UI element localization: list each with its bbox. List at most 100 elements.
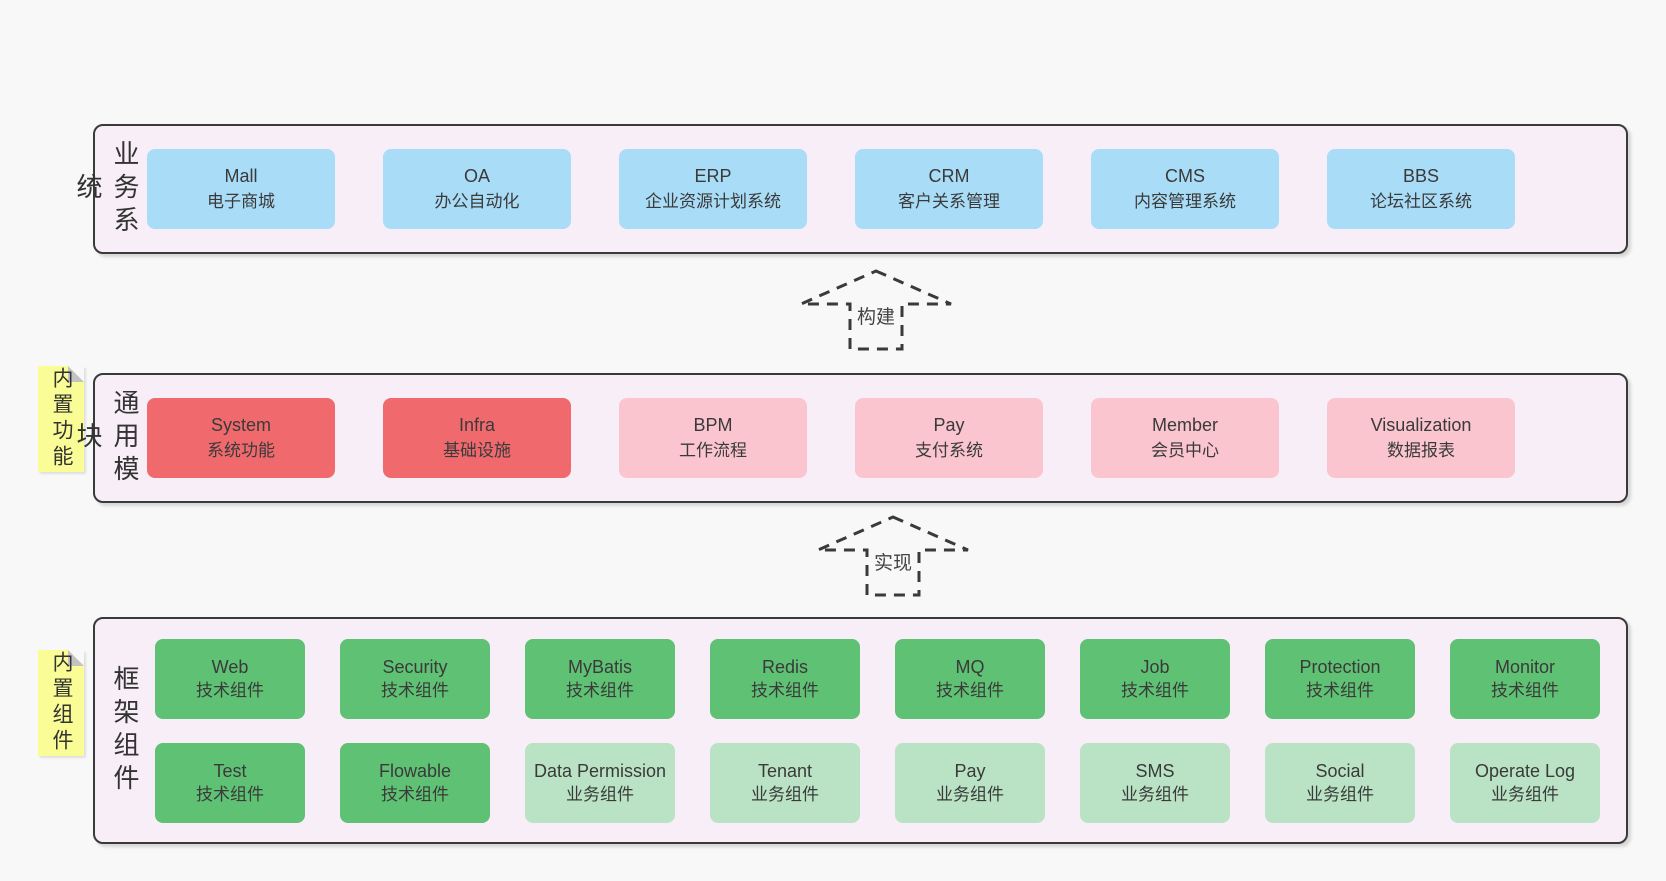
box-test: Test 技术组件 — [155, 742, 305, 823]
box-crm-desc: 客户关系管理 — [898, 192, 1000, 211]
box-job: Job 技术组件 — [1080, 638, 1230, 719]
sticky-note-shape — [38, 650, 84, 756]
box-protection: Protection 技术组件 — [1265, 638, 1415, 719]
box-operate-log-desc: 业务组件 — [1491, 784, 1559, 804]
components-row-2: Test 技术组件 Flowable 技术组件 Data Permission … — [155, 742, 1600, 823]
box-mq-name: MQ — [955, 656, 985, 677]
box-erp-desc: 企业资源计划系统 — [645, 192, 781, 211]
box-web-desc: 技术组件 — [196, 680, 264, 700]
box-visualization-name: Visualization — [1370, 415, 1472, 435]
box-test-desc: 技术组件 — [196, 784, 264, 804]
box-cms: CMS 内容管理系统 — [1091, 149, 1279, 229]
box-sms-desc: 业务组件 — [1121, 784, 1189, 804]
box-oa: OA 办公自动化 — [383, 149, 571, 229]
note-built-in-functions: 内置功能 — [38, 366, 84, 472]
box-redis-desc: 技术组件 — [751, 680, 819, 700]
box-bbs: BBS 论坛社区系统 — [1327, 149, 1515, 229]
box-job-desc: 技术组件 — [1121, 680, 1189, 700]
arrow-implement: 实现 — [813, 514, 973, 598]
box-protection-name: Protection — [1299, 656, 1381, 677]
box-mall: Mall 电子商城 — [147, 149, 335, 229]
box-tenant-name: Tenant — [757, 760, 813, 781]
box-redis: Redis 技术组件 — [710, 638, 860, 719]
box-crm: CRM 客户关系管理 — [855, 149, 1043, 229]
box-bbs-desc: 论坛社区系统 — [1370, 192, 1472, 211]
box-security: Security 技术组件 — [340, 638, 490, 719]
box-mq-desc: 技术组件 — [936, 680, 1004, 700]
box-member-desc: 会员中心 — [1151, 441, 1219, 460]
box-operate-log: Operate Log 业务组件 — [1450, 742, 1600, 823]
layer-business-systems: 业务系统 Mall 电子商城 OA 办公自动化 ERP 企业资源计划系统 CRM… — [73, 124, 1628, 254]
box-tenant: Tenant 业务组件 — [710, 742, 860, 823]
box-monitor: Monitor 技术组件 — [1450, 638, 1600, 719]
box-oa-name: OA — [463, 166, 490, 186]
dashed-up-arrow-icon — [800, 269, 952, 351]
box-monitor-name: Monitor — [1494, 656, 1556, 677]
box-bpm-desc: 工作流程 — [679, 441, 747, 460]
box-security-name: Security — [382, 656, 448, 677]
box-tenant-desc: 业务组件 — [751, 784, 819, 804]
note-built-in-components-label: 内置组件 — [50, 651, 73, 755]
box-monitor-desc: 技术组件 — [1491, 680, 1559, 700]
box-pay-component: Pay 业务组件 — [895, 742, 1045, 823]
folded-corner-icon — [68, 366, 84, 382]
box-member-name: Member — [1151, 415, 1218, 435]
box-social-desc: 业务组件 — [1306, 784, 1374, 804]
box-protection-desc: 技术组件 — [1306, 680, 1374, 700]
layer-business-label: 业务系统 — [73, 139, 140, 239]
folded-corner-icon — [68, 650, 84, 666]
box-pay: Pay 支付系统 — [855, 398, 1043, 478]
box-data-permission-name: Data Permission — [533, 760, 667, 781]
box-visualization: Visualization 数据报表 — [1327, 398, 1515, 478]
arrow-implement-label: 实现 — [869, 546, 917, 589]
box-system-desc: 系统功能 — [207, 441, 275, 460]
box-pay-name: Pay — [933, 415, 965, 435]
box-security-desc: 技术组件 — [381, 680, 449, 700]
box-infra-desc: 基础设施 — [443, 441, 511, 460]
box-social-name: Social — [1315, 760, 1365, 781]
box-bpm: BPM 工作流程 — [619, 398, 807, 478]
box-test-name: Test — [213, 760, 247, 781]
box-mall-desc: 电子商城 — [207, 192, 275, 211]
box-redis-name: Redis — [761, 656, 809, 677]
note-built-in-functions-label: 内置功能 — [50, 367, 73, 471]
sticky-note-shape — [38, 366, 84, 472]
box-web: Web 技术组件 — [155, 638, 305, 719]
box-flowable-desc: 技术组件 — [381, 784, 449, 804]
box-mybatis-name: MyBatis — [567, 656, 632, 677]
box-mq: MQ 技术组件 — [895, 638, 1045, 719]
box-system: System 系统功能 — [147, 398, 335, 478]
box-crm-name: CRM — [928, 166, 970, 186]
box-bpm-name: BPM — [693, 415, 733, 435]
box-system-name: System — [210, 415, 271, 435]
box-mall-name: Mall — [224, 166, 258, 186]
layer-components-label: 框架组件 — [110, 664, 140, 797]
box-visualization-desc: 数据报表 — [1387, 441, 1455, 460]
box-pay-desc: 支付系统 — [915, 441, 983, 460]
dashed-up-arrow-icon — [817, 515, 969, 597]
layer-framework-components: 框架组件 Web 技术组件 Security 技术组件 MyBatis 技术组件… — [93, 617, 1628, 844]
box-erp: ERP 企业资源计划系统 — [619, 149, 807, 229]
box-mybatis: MyBatis 技术组件 — [525, 638, 675, 719]
box-sms: SMS 业务组件 — [1080, 742, 1230, 823]
box-member: Member 会员中心 — [1091, 398, 1279, 478]
box-social: Social 业务组件 — [1265, 742, 1415, 823]
box-infra-name: Infra — [458, 415, 496, 435]
box-flowable-name: Flowable — [378, 760, 452, 781]
box-job-name: Job — [1140, 656, 1170, 677]
box-pay-component-name: Pay — [954, 760, 986, 781]
box-flowable: Flowable 技术组件 — [340, 742, 490, 823]
arrow-build: 构建 — [796, 268, 956, 352]
box-data-permission-desc: 业务组件 — [566, 784, 634, 804]
business-box-row: Mall 电子商城 OA 办公自动化 ERP 企业资源计划系统 CRM 客户关系… — [147, 149, 1515, 229]
box-operate-log-name: Operate Log — [1474, 760, 1576, 781]
modules-box-row: System 系统功能 Infra 基础设施 BPM 工作流程 Pay 支付系统… — [147, 398, 1515, 478]
layer-common-modules: 通用模块 System 系统功能 Infra 基础设施 BPM 工作流程 Pay… — [73, 373, 1628, 503]
box-cms-desc: 内容管理系统 — [1134, 192, 1236, 211]
components-grid: Web 技术组件 Security 技术组件 MyBatis 技术组件 Redi… — [155, 638, 1600, 823]
box-mybatis-desc: 技术组件 — [566, 680, 634, 700]
components-row-1: Web 技术组件 Security 技术组件 MyBatis 技术组件 Redi… — [155, 638, 1600, 719]
box-pay-component-desc: 业务组件 — [936, 784, 1004, 804]
arrow-build-label: 构建 — [852, 300, 900, 343]
note-built-in-components: 内置组件 — [38, 650, 84, 756]
